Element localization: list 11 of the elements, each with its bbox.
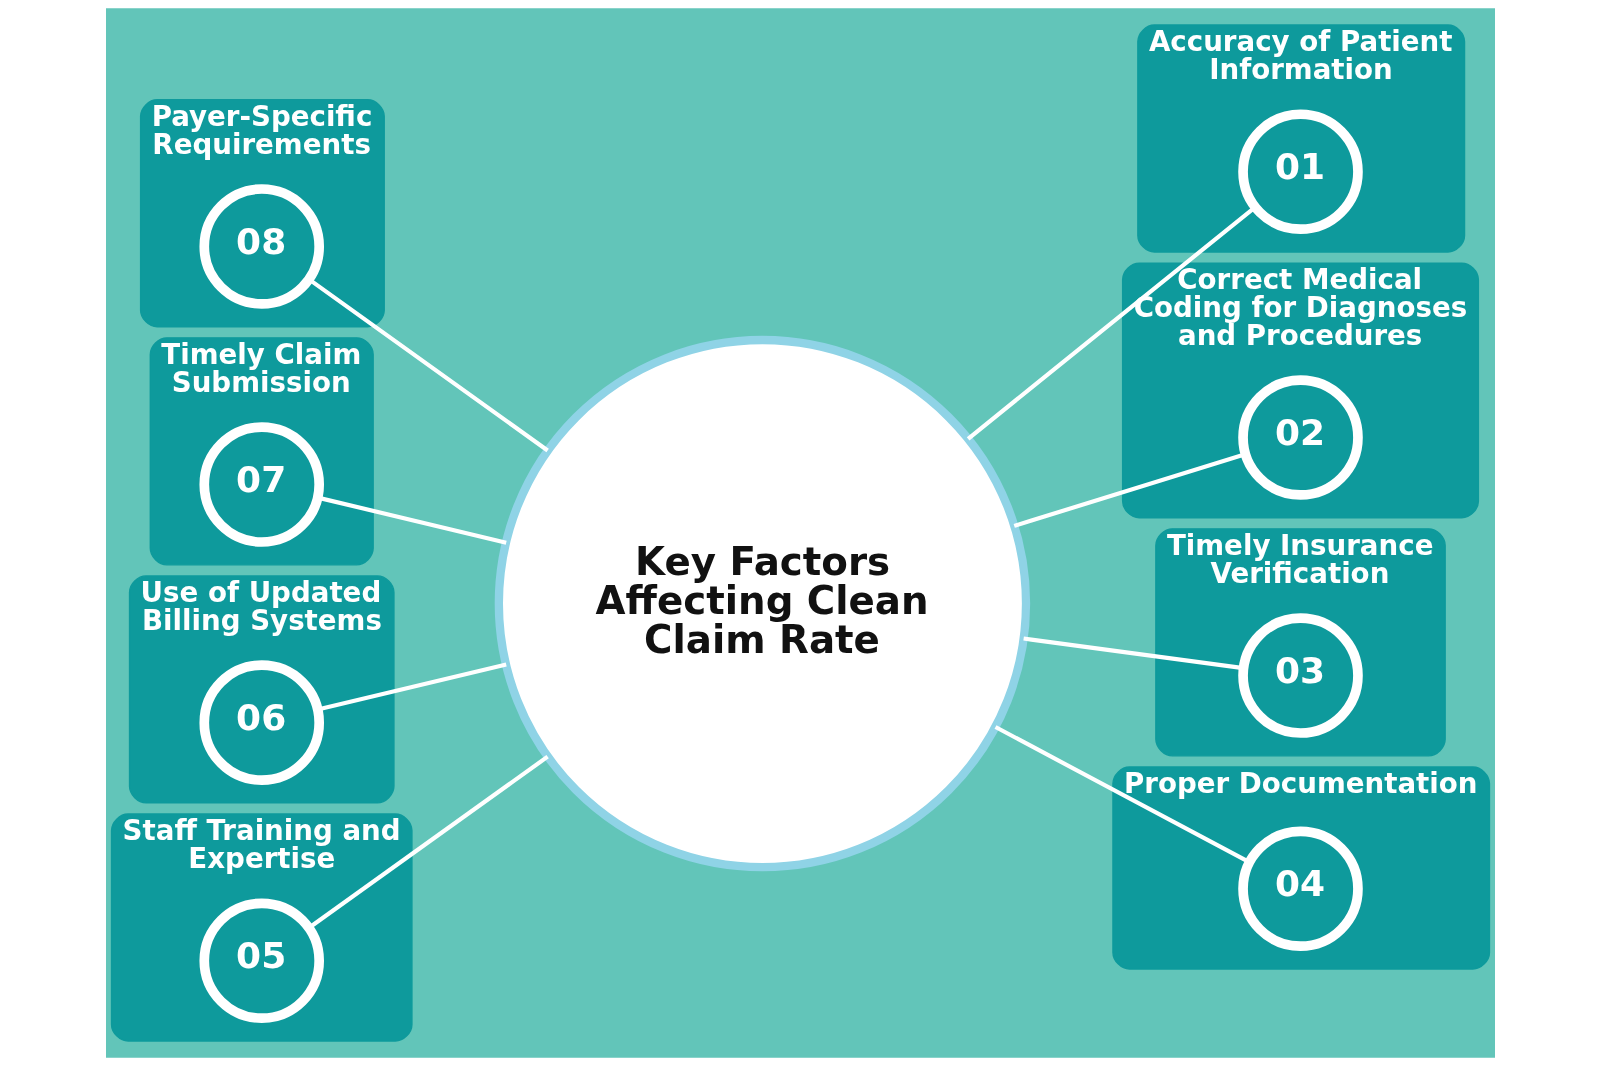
node-circle: 01 — [1237, 109, 1363, 234]
node-circle: 08 — [198, 184, 324, 309]
node-circle: 05 — [198, 898, 324, 1024]
node-circle: 06 — [198, 660, 324, 785]
node-circle: 07 — [198, 422, 324, 547]
connector — [966, 205, 1256, 441]
node-circle: 02 — [1237, 375, 1363, 500]
node-circle: Key Factors Affecting Clean Claim Rate — [494, 335, 1030, 872]
node-circle: 03 — [1237, 613, 1363, 738]
node-circle: 04 — [1237, 826, 1363, 952]
connector — [994, 725, 1250, 865]
